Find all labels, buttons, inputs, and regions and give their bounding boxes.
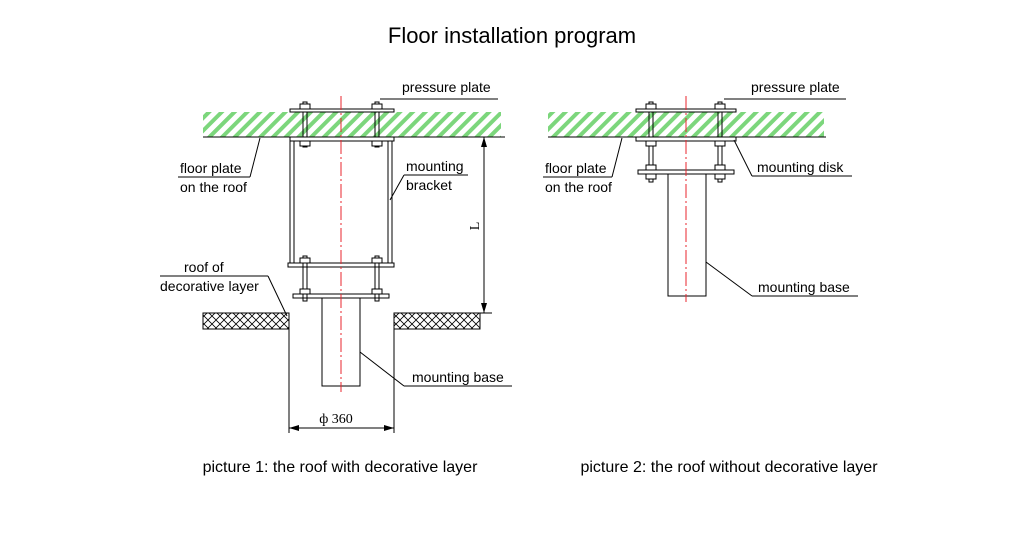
mounting-bracket-label-a: mounting (406, 158, 464, 174)
rod-left-bottom (302, 255, 308, 302)
page-title: Floor installation program (388, 23, 636, 48)
nut (299, 288, 311, 295)
mounting-base-2 (667, 173, 707, 297)
leader (267, 275, 288, 317)
arrowhead (481, 303, 487, 313)
nut (714, 103, 726, 110)
leader (611, 137, 623, 178)
floor-plate-label-1b: on the roof (180, 179, 247, 195)
roof-label-a: roof of (184, 259, 224, 275)
leader (249, 137, 261, 178)
arrowhead (289, 425, 299, 431)
nut (299, 103, 311, 110)
nut (645, 140, 657, 147)
pressure-plate-label-2: pressure plate (751, 79, 840, 95)
floor-slab-1 (203, 112, 501, 137)
nut (371, 288, 383, 295)
nut (371, 257, 383, 264)
mounting-base-label-1: mounting base (412, 369, 504, 385)
picture-1: L ф 360 pressure plate floor plate on th… (160, 79, 512, 476)
nut (645, 173, 657, 180)
mounting-base-label-2: mounting base (758, 279, 850, 295)
bracket-leg-left (289, 140, 295, 264)
dimension-l-label: L (468, 222, 483, 231)
leader (733, 139, 753, 177)
floor-plate-label-1a: floor plate (180, 160, 242, 176)
rod-right-top (374, 101, 380, 148)
rod-right-bottom (374, 255, 380, 302)
picture-2: pressure plate floor plate on the roof m… (543, 79, 878, 476)
pressure-plate-1 (289, 108, 395, 113)
nut (714, 173, 726, 180)
rod-left-top (302, 101, 308, 148)
leader (705, 261, 753, 297)
floor-plate-label-2b: on the roof (545, 179, 612, 195)
diameter-label: ф 360 (319, 412, 353, 427)
arrowhead (481, 137, 487, 147)
nut (371, 103, 383, 110)
nut (371, 140, 383, 147)
nut (299, 140, 311, 147)
leader (389, 174, 405, 201)
mounting-disk-label: mounting disk (757, 159, 844, 175)
decorative-layer-right (393, 312, 481, 330)
nut (645, 164, 657, 171)
picture-1-caption: picture 1: the roof with decorative laye… (203, 459, 478, 476)
roof-label-b: decorative layer (160, 278, 259, 294)
nut (645, 103, 657, 110)
bracket-leg-right (387, 140, 393, 264)
decorative-layer-left (202, 312, 290, 330)
leader (359, 351, 405, 387)
floor-plate-1 (289, 136, 395, 142)
floor-plate-label-2a: floor plate (545, 160, 607, 176)
mounting-bracket-label-b: bracket (406, 177, 452, 193)
nut (714, 140, 726, 147)
arrowhead (384, 425, 394, 431)
nut (714, 164, 726, 171)
picture-2-caption: picture 2: the roof without decorative l… (580, 459, 878, 476)
pressure-plate-label-1: pressure plate (402, 79, 491, 95)
nut (299, 257, 311, 264)
